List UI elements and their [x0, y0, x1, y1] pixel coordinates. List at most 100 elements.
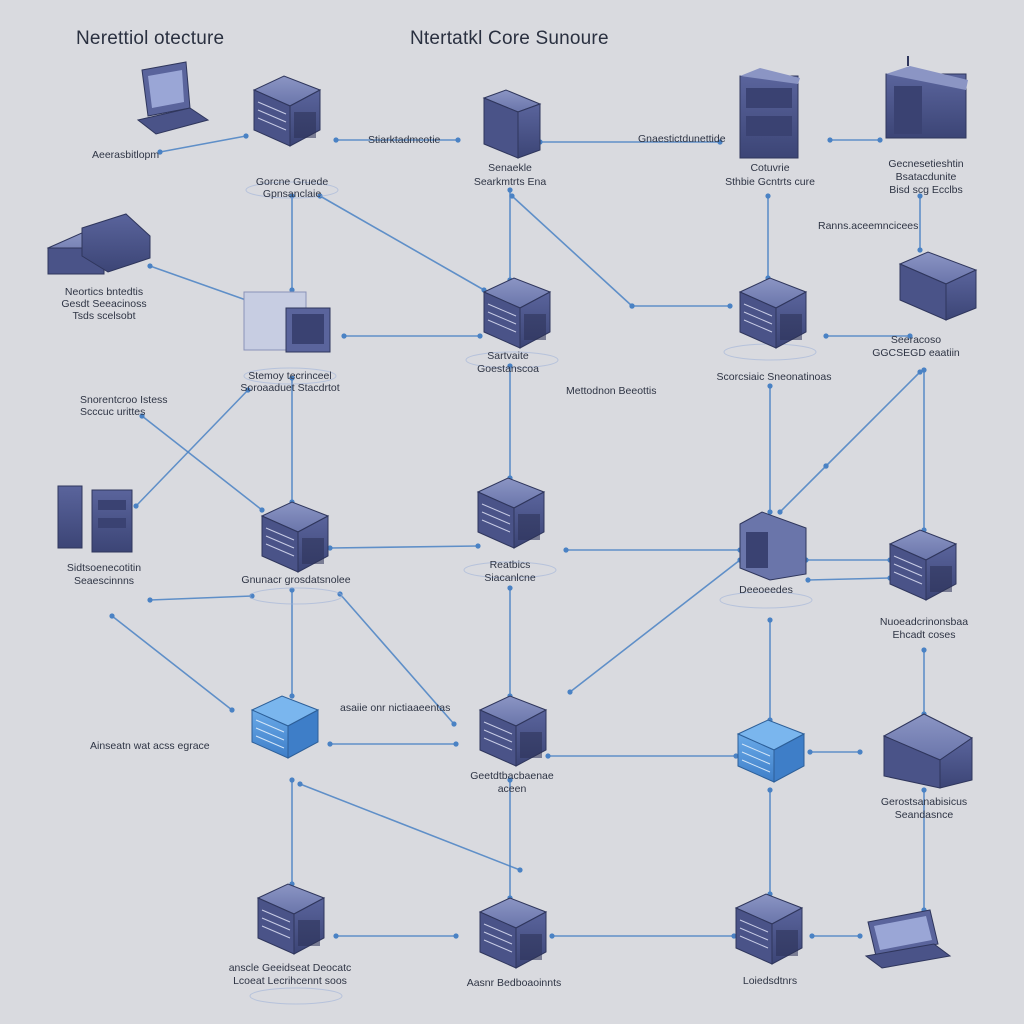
- node-label: Cotuvrie: [750, 162, 790, 174]
- connector-dot: [507, 777, 513, 783]
- connection-line: [149, 595, 253, 601]
- connector-dot: [823, 463, 829, 469]
- node-label: Sartvaite: [487, 350, 529, 362]
- connector-dot: [765, 193, 771, 199]
- node-label: Soroaaduet Stacdrtot: [240, 382, 340, 394]
- node-label: Bisd scg Ecclbs: [889, 184, 963, 196]
- node-label: asaiie onr nictiaaeentas: [340, 702, 451, 714]
- connector-dot: [805, 577, 811, 583]
- node-label: Gecnesetieshtin: [888, 158, 964, 170]
- node-label: Loiedsdtnrs: [742, 975, 798, 987]
- node-label: Siacanlcne: [484, 572, 536, 584]
- connector-dot: [629, 303, 635, 309]
- connector-dot: [917, 193, 923, 199]
- connector-dot: [717, 139, 723, 145]
- connector-dot: [857, 749, 863, 755]
- node-label: Sidtsoenecotitin: [66, 562, 142, 574]
- connector-dot: [537, 139, 543, 145]
- node-label: Scccuc urittes: [80, 406, 146, 418]
- connection-line: [141, 415, 263, 511]
- connector-dot: [453, 933, 459, 939]
- node-label: Stemoy tecrinceel: [248, 370, 332, 382]
- connector-dot: [243, 297, 249, 303]
- connection-line: [569, 559, 741, 693]
- node-label: Seandasnce: [894, 809, 954, 821]
- connector-dot: [827, 137, 833, 143]
- node-label: Reatbics: [489, 559, 531, 571]
- connector-dot: [289, 693, 295, 699]
- connector-dot: [289, 777, 295, 783]
- node-label: Tsds scelsobt: [72, 310, 136, 322]
- connector-dot: [767, 617, 773, 623]
- connector-dot: [327, 741, 333, 747]
- node-halo: [249, 987, 343, 1005]
- node-label: Mettodnon Beeottis: [566, 385, 657, 397]
- connector-dot: [921, 647, 927, 653]
- connector-dot: [731, 933, 737, 939]
- connector-dot: [229, 707, 235, 713]
- connector-dot: [507, 475, 513, 481]
- connector-dot: [507, 363, 513, 369]
- node-label: Gorcne Gruede: [255, 176, 329, 188]
- connector-dot: [507, 187, 513, 193]
- connector-dot: [259, 507, 265, 513]
- connector-dot: [517, 867, 523, 873]
- connector-dot: [147, 597, 153, 603]
- connection-line: [779, 465, 827, 513]
- node-label: Deeoeedes: [739, 584, 793, 596]
- connector-dot: [921, 907, 927, 913]
- node-halo: [723, 343, 817, 361]
- node-halo: [249, 587, 343, 605]
- connector-dot: [727, 303, 733, 309]
- connector-dot: [765, 275, 771, 281]
- connector-dot: [737, 557, 743, 563]
- connector-dot: [139, 413, 145, 419]
- connector-dot: [475, 543, 481, 549]
- connector-dot: [133, 503, 139, 509]
- node-label: Lcoeat Lecrihcennt soos: [233, 975, 347, 987]
- connector-dot: [907, 333, 913, 339]
- node-label: GGCSEGD eaatiin: [872, 347, 960, 359]
- connector-dot: [887, 575, 893, 581]
- connector-dot: [767, 509, 773, 515]
- node-label: Sthbie Gcntrts cure: [725, 176, 815, 188]
- connector-dot: [507, 895, 513, 901]
- connector-dot: [243, 133, 249, 139]
- connector-dot: [453, 741, 459, 747]
- node-label: Nuoeadcrinonsbaa: [879, 616, 969, 628]
- node-label: Gpnsanclaie: [262, 188, 322, 200]
- connector-dot: [803, 557, 809, 563]
- node-label: Aeerasbitlopm: [92, 149, 160, 161]
- connection-line: [159, 135, 247, 153]
- connection-line: [807, 577, 891, 581]
- connector-dot: [507, 277, 513, 283]
- connector-dot: [563, 547, 569, 553]
- node-label: Stiarktadmcotie: [368, 134, 441, 146]
- diagram-title-left: Nerettiol otecture: [76, 28, 225, 49]
- node-halo: [465, 351, 559, 369]
- connection-line: [299, 783, 521, 871]
- connection-line: [825, 371, 921, 467]
- connector-dot: [857, 933, 863, 939]
- connector-dot: [809, 933, 815, 939]
- connector-dot: [477, 333, 483, 339]
- connector-dot: [481, 287, 487, 293]
- node-label: Neortics bntedtis: [64, 286, 144, 298]
- connector-dot: [455, 137, 461, 143]
- connector-dot: [297, 781, 303, 787]
- connection-line: [329, 545, 479, 549]
- connector-dot: [157, 149, 163, 155]
- node-label: Ranns.aceemncicees: [818, 220, 919, 232]
- connector-dot: [549, 933, 555, 939]
- node-halo: [719, 591, 813, 609]
- connector-dot: [245, 387, 251, 393]
- connector-dot: [917, 247, 923, 253]
- connector-dot: [289, 287, 295, 293]
- connector-dot: [507, 585, 513, 591]
- connection-line: [111, 615, 233, 711]
- connector-dot: [807, 749, 813, 755]
- connector-dot: [545, 753, 551, 759]
- connector-dot: [737, 547, 743, 553]
